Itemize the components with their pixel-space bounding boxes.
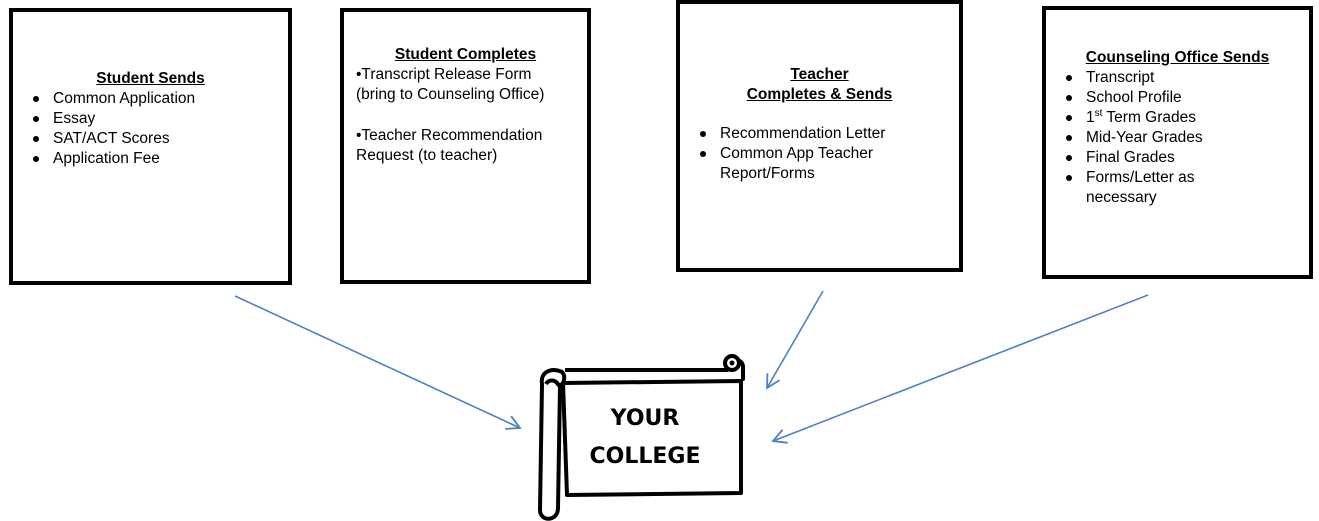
student-sends-list: Common Application Essay SAT/ACT Scores … [13,89,288,169]
student-sends-title: Student Sends [96,70,205,87]
list-item: Application Fee [33,149,288,169]
transcript-release-line2: (bring to Counseling Office) [356,86,545,103]
teacher-list: Recommendation Letter Common App Teacher… [680,124,959,184]
common-app-line1: Common App Teacher [720,145,874,162]
transcript-release-line1: •Transcript Release Form [356,66,532,83]
term-number: 1 [1086,109,1095,126]
college-line2: COLLEGE [589,444,701,469]
list-item: Common App Teacher Report/Forms [700,144,959,184]
list-item: Recommendation Letter [700,124,959,144]
teacher-request-line2: Request (to teacher) [356,147,498,164]
term-ordinal: st [1094,107,1103,119]
counseling-office-box: Counseling Office Sends Transcript Schoo… [1042,6,1313,279]
list-item: 1st Term Grades [1066,107,1309,128]
common-app-line2: Report/Forms [720,165,815,182]
teacher-box: Teacher Completes & Sends Recommendation… [676,0,963,272]
student-sends-box: Student Sends Common Application Essay S… [9,8,292,285]
teacher-title-line2: Completes & Sends [746,86,893,103]
list-item: Mid-Year Grades [1066,128,1309,148]
list-item: Common Application [33,89,288,109]
counseling-title: Counseling Office Sends [1085,49,1270,66]
term-label: Term Grades [1102,109,1197,126]
teacher-request-line1: •Teacher Recommendation [356,127,543,144]
scroll-icon [538,354,745,521]
arrow-student-to-college [234,295,522,430]
list-item: Final Grades [1066,148,1309,168]
student-completes-box: Student Completes •Transcript Release Fo… [340,8,591,284]
student-completes-title: Student Completes [394,46,537,63]
list-item: Forms/Letter as necessary [1066,168,1309,208]
list-item: •Teacher Recommendation Request (to teac… [344,126,587,166]
teacher-title-line1: Teacher [790,66,849,83]
list-item: SAT/ACT Scores [33,129,288,149]
forms-letter-line2: necessary [1086,189,1157,206]
arrow-teacher-to-college [766,290,824,390]
college-line1: YOUR [610,406,680,431]
list-item: School Profile [1066,88,1309,108]
list-item: Transcript [1066,68,1309,88]
list-item: •Transcript Release Form (bring to Couns… [344,65,587,105]
college-label: YOUR COLLEGE [560,400,730,476]
arrow-counseling-to-college [771,294,1149,444]
counseling-list: Transcript School Profile 1st Term Grade… [1046,68,1309,208]
list-item: Essay [33,109,288,129]
forms-letter-line1: Forms/Letter as [1086,169,1195,186]
